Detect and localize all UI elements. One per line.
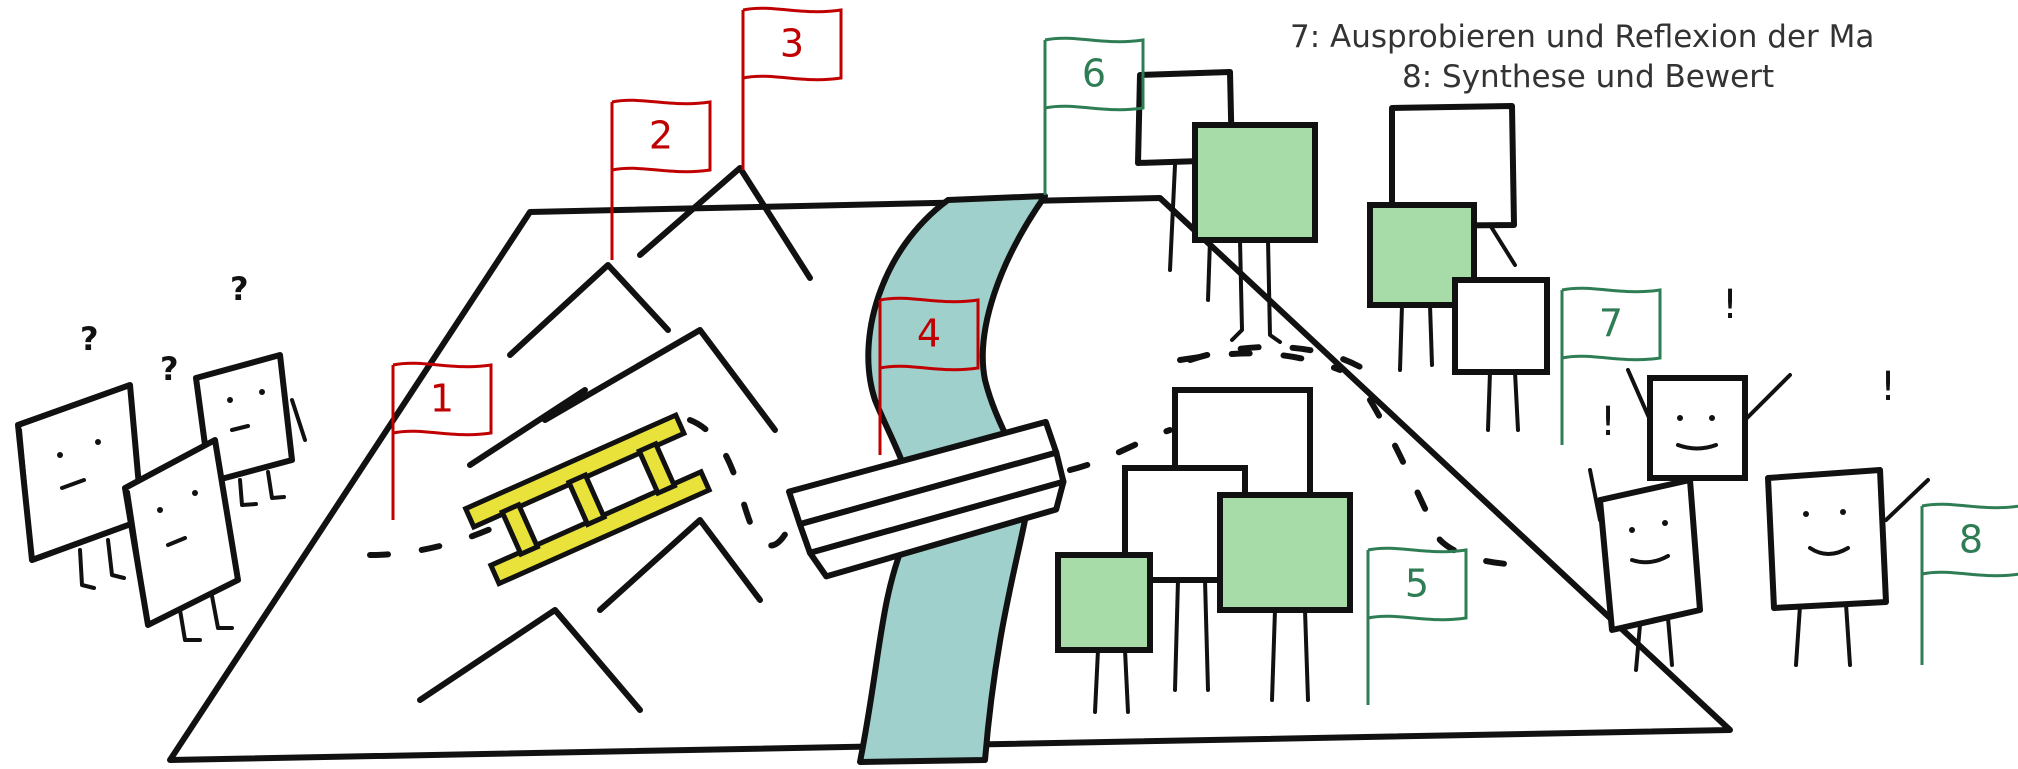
question-mark-3: ?	[230, 270, 249, 308]
trail-end	[1367, 397, 1533, 568]
flag-banner	[392, 361, 493, 437]
trail-bridge	[1067, 427, 1173, 473]
flag-banner	[879, 296, 980, 372]
confused-figures: ? ? ?	[15, 270, 307, 642]
team-cluster-top	[1135, 69, 1550, 432]
flag-4: 4	[878, 296, 980, 455]
trail-arc	[1187, 343, 1383, 383]
flag-banner	[742, 6, 843, 82]
flag-banner	[1921, 502, 2018, 578]
mountain-peak-2	[507, 262, 671, 358]
flag-banner	[1561, 286, 1662, 362]
mountain-middle	[542, 327, 778, 433]
flag-banner	[1367, 546, 1468, 622]
ladder	[462, 411, 713, 587]
dashed-trail	[367, 343, 1533, 568]
flag-banner	[611, 98, 712, 174]
question-marks: ? ? ?	[80, 270, 249, 388]
mountain-peak-3	[637, 165, 813, 281]
flag-banner	[1044, 36, 1145, 112]
flag-5: 5	[1366, 546, 1468, 705]
happy-figure-right	[1765, 467, 1889, 611]
exclamation-mark-1: !	[1722, 282, 1738, 328]
flag-label: 1	[430, 377, 454, 421]
flag-label: 3	[780, 22, 804, 66]
flag-label: 5	[1405, 562, 1429, 606]
flag-3: 3	[741, 6, 843, 170]
flags: 1 2 3 4 5 6 7 8	[391, 6, 2018, 705]
bridge	[786, 418, 1067, 580]
flag-label: 4	[917, 312, 941, 356]
exclamation-mark-2: !	[1880, 364, 1896, 410]
legend-line-7: 7: Ausprobieren und Reflexion der Ma	[1290, 19, 1875, 55]
mountains	[417, 165, 813, 713]
mountain-slope	[467, 387, 588, 468]
confused-figure-front	[122, 437, 241, 642]
flag-6: 6	[1043, 36, 1145, 195]
flag-1: 1	[391, 361, 493, 520]
mountain-bottom	[417, 607, 643, 713]
flag-8: 8	[1920, 502, 2018, 665]
flag-label: 2	[649, 114, 673, 158]
flag-label: 6	[1082, 52, 1106, 96]
question-mark-1: ?	[80, 320, 99, 358]
legend-line-8: 8: Synthese und Bewert	[1402, 59, 1775, 95]
exclamation-mark-3: !	[1600, 399, 1616, 445]
happy-figure-back	[1647, 375, 1748, 481]
flag-label: 8	[1959, 518, 1983, 562]
flag-2: 2	[610, 98, 712, 260]
flag-label: 7	[1599, 302, 1623, 346]
exclamation-marks: ! ! !	[1600, 282, 1896, 445]
trail-start	[367, 517, 513, 558]
mountain-lower	[597, 517, 763, 613]
team-cluster-middle	[1055, 387, 1353, 714]
happy-figure-left	[1597, 477, 1703, 633]
happy-figures: ! ! !	[1588, 282, 1930, 672]
question-mark-2: ?	[160, 350, 179, 388]
flag-7: 7	[1560, 286, 1662, 445]
